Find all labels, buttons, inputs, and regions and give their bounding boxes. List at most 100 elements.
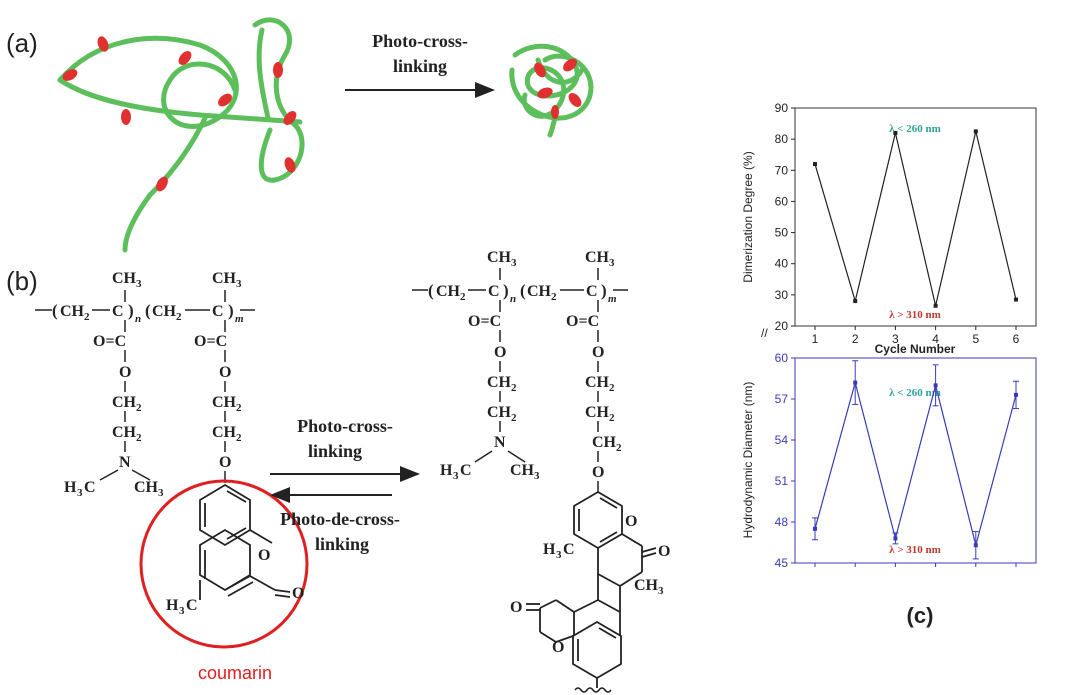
svg-text:n: n: [135, 313, 141, 325]
svg-text:CH: CH: [134, 479, 159, 496]
svg-text:): ): [128, 301, 134, 320]
bottom-ytick-label: 48: [775, 515, 789, 529]
svg-text:CH: CH: [585, 404, 610, 421]
svg-text:2: 2: [236, 402, 242, 414]
top-data-point: [813, 162, 817, 167]
svg-text:C: C: [84, 479, 96, 496]
svg-text:3: 3: [136, 278, 142, 290]
top-ytick-label: 70: [775, 163, 789, 177]
svg-text:2: 2: [136, 432, 142, 444]
svg-text:CH: CH: [212, 424, 237, 441]
dimer-methyl-right: CH: [634, 577, 659, 594]
svg-text:C: C: [563, 541, 575, 558]
svg-text:CH: CH: [585, 374, 610, 391]
coumarin-units-crosslinked: [534, 58, 582, 119]
bottom-data-point: [1014, 392, 1018, 397]
axis-break-mark: //: [761, 326, 768, 340]
top-data-point: [973, 129, 978, 134]
svg-text:2: 2: [616, 442, 622, 454]
svg-text:3: 3: [556, 549, 562, 561]
svg-text:O=C: O=C: [566, 313, 599, 330]
svg-text:CH: CH: [112, 424, 137, 441]
svg-text:C: C: [212, 303, 224, 320]
chart-top-frame: [794, 107, 1037, 327]
svg-text:): ): [601, 281, 607, 300]
top-data-point: [853, 299, 858, 304]
chart-bottom-frame: [794, 357, 1037, 564]
svg-text:3: 3: [179, 605, 185, 617]
top-data-point: [893, 130, 898, 135]
chart-dimerization: Dimerization Degree (%) Cycle Number λ <…: [741, 101, 1037, 356]
chart-bottom-annotation-short-uv: λ < 260 nm: [889, 387, 941, 399]
panel-a-label: (a): [6, 28, 38, 58]
svg-text:C: C: [460, 462, 472, 479]
top-ytick-label: 50: [775, 226, 789, 240]
svg-text:3: 3: [158, 487, 164, 499]
bottom-data-point: [933, 383, 938, 388]
svg-text:2: 2: [511, 382, 517, 394]
arrow-b-forward-label-line1: Photo-cross-: [297, 416, 393, 436]
coumarin-carbonyl-oxygen: O: [292, 585, 304, 602]
top-data-point: [1014, 297, 1018, 302]
coumarin-ring-oxygen: O: [258, 547, 270, 564]
bottom-data-point: [973, 543, 978, 548]
svg-text:O=C: O=C: [468, 313, 501, 330]
svg-text:CH: CH: [152, 303, 177, 320]
top-xtick-label: 4: [932, 332, 939, 346]
top-ytick-label: 40: [775, 257, 789, 271]
svg-text:2: 2: [551, 291, 557, 303]
dimer-methyl-left: H: [543, 541, 556, 558]
coumarin-units-open: [62, 36, 297, 192]
top-ytick-label: 30: [775, 288, 789, 302]
chart-bottom-ylabel: Hydrodynamic Diameter (nm): [741, 382, 755, 539]
dimer-ring-oxygen-top: O: [625, 513, 637, 530]
chart-bottom-annotation-long-uv: λ > 310 nm: [889, 544, 941, 556]
svg-text:H: H: [64, 479, 77, 496]
coumarin-highlight-circle: [139, 479, 309, 649]
chart-hydrodynamic: Hydrodynamic Diameter (nm) λ < 260 nm λ …: [741, 351, 1037, 570]
svg-text:O=C: O=C: [194, 333, 227, 350]
svg-text:C: C: [186, 597, 198, 614]
dimer-carbonyl-oxygen-top: O: [658, 543, 670, 560]
top-ytick-label: 90: [775, 101, 789, 115]
svg-text:CH: CH: [112, 394, 137, 411]
svg-text:CH: CH: [510, 462, 535, 479]
coumarin-label: coumarin: [198, 663, 272, 683]
svg-text:CH: CH: [212, 394, 237, 411]
svg-text:3: 3: [77, 487, 83, 499]
svg-text:3: 3: [453, 470, 459, 482]
svg-text:3: 3: [236, 278, 242, 290]
svg-text:2: 2: [176, 311, 182, 323]
svg-text:CH: CH: [487, 249, 512, 266]
svg-text:n: n: [510, 293, 516, 305]
svg-text:C: C: [586, 283, 598, 300]
bottom-ytick-label: 51: [775, 474, 789, 488]
arrow-a-label-line2: linking: [393, 56, 447, 76]
svg-text:O: O: [592, 344, 604, 361]
svg-text:H: H: [440, 462, 453, 479]
svg-text:(: (: [428, 281, 434, 300]
svg-text:): ): [503, 281, 509, 300]
top-ytick-label: 80: [775, 132, 789, 146]
svg-text:CH: CH: [487, 374, 512, 391]
bottom-ytick-label: 60: [775, 351, 789, 365]
bottom-series-line: [814, 380, 1017, 548]
dimer-carbonyl-oxygen-bottom: O: [510, 599, 522, 616]
bottom-ytick-label: 54: [775, 433, 789, 447]
bottom-data-point: [893, 536, 898, 541]
svg-text:m: m: [235, 313, 244, 325]
bottom-ytick-label: 57: [775, 392, 789, 406]
svg-text:CH: CH: [436, 283, 461, 300]
svg-text:2: 2: [609, 382, 615, 394]
svg-text:): ): [228, 301, 234, 320]
svg-text:m: m: [608, 293, 617, 305]
top-data-point: [933, 303, 938, 308]
svg-text:3: 3: [658, 585, 664, 597]
svg-text:O: O: [494, 344, 506, 361]
svg-text:2: 2: [84, 311, 90, 323]
top-ytick-label: 60: [775, 194, 789, 208]
svg-text:2: 2: [236, 432, 242, 444]
panel-b-label: (b): [6, 266, 38, 296]
